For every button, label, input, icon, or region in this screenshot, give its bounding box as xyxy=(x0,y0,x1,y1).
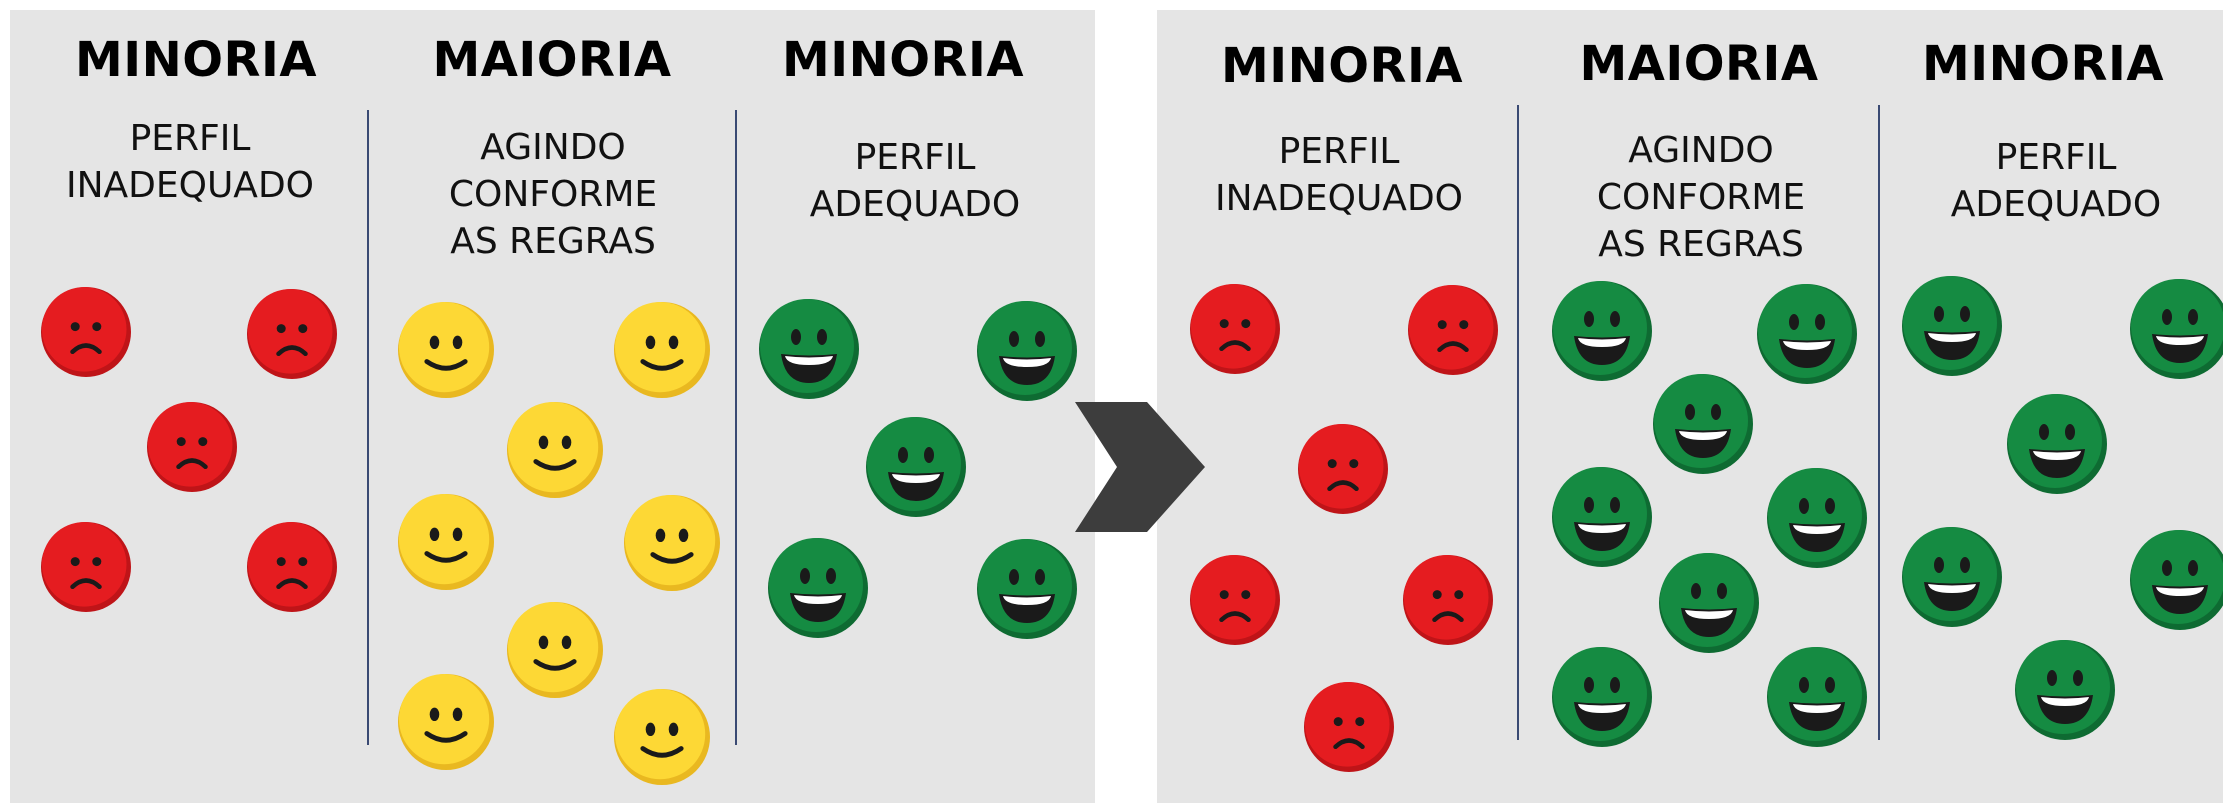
sad-face-icon xyxy=(247,522,337,612)
column-heading: MAIORIA xyxy=(1579,36,1819,92)
sad-face-icon xyxy=(247,289,337,379)
happy-face-icon xyxy=(1552,467,1652,567)
column-heading: MAIORIA xyxy=(432,32,672,88)
neutral-face-icon xyxy=(398,302,494,398)
column-subtitle: PERFIL ADEQUADO xyxy=(1950,137,2162,225)
column-subtitle: PERFIL INADEQUADO xyxy=(65,118,314,206)
happy-face-icon xyxy=(1767,647,1867,747)
happy-face-icon xyxy=(866,417,966,517)
happy-face-icon xyxy=(1767,468,1867,568)
column-subtitle: PERFIL INADEQUADO xyxy=(1214,131,1463,219)
column-subtitle: AGINDO CONFORME AS REGRAS xyxy=(448,127,658,262)
chevron-right-icon xyxy=(1075,402,1205,532)
happy-face-icon xyxy=(1552,647,1652,747)
sad-face-icon xyxy=(41,522,131,612)
column-heading: MINORIA xyxy=(781,32,1025,88)
sad-face-icon xyxy=(1298,424,1388,514)
happy-face-icon xyxy=(1653,374,1753,474)
happy-face-icon xyxy=(1902,276,2002,376)
sad-face-icon xyxy=(1304,682,1394,772)
sad-face-icon xyxy=(1190,284,1280,374)
happy-face-icon xyxy=(759,299,859,399)
column-heading: MINORIA xyxy=(1220,38,1464,94)
column-divider xyxy=(735,110,737,745)
happy-face-icon xyxy=(2130,530,2223,630)
neutral-face-icon xyxy=(398,494,494,590)
neutral-face-icon xyxy=(624,495,720,591)
happy-face-icon xyxy=(2015,640,2115,740)
column-heading: MINORIA xyxy=(74,32,318,88)
column-subtitle: PERFIL ADEQUADO xyxy=(809,137,1021,225)
sad-face-icon xyxy=(1408,285,1498,375)
neutral-face-icon xyxy=(614,302,710,398)
neutral-face-icon xyxy=(398,674,494,770)
sad-face-icon xyxy=(1190,555,1280,645)
neutral-face-icon xyxy=(614,689,710,785)
happy-face-icon xyxy=(768,538,868,638)
sad-face-icon xyxy=(41,287,131,377)
happy-face-icon xyxy=(977,539,1077,639)
column-heading: MINORIA xyxy=(1921,36,2165,92)
column-divider xyxy=(1517,105,1519,740)
happy-face-icon xyxy=(977,301,1077,401)
happy-face-icon xyxy=(1902,527,2002,627)
column-subtitle: AGINDO CONFORME AS REGRAS xyxy=(1596,130,1806,265)
column-divider xyxy=(1878,105,1880,740)
neutral-face-icon xyxy=(507,602,603,698)
happy-face-icon xyxy=(1552,281,1652,381)
sad-face-icon xyxy=(1403,555,1493,645)
column-divider xyxy=(367,110,369,745)
happy-face-icon xyxy=(1659,553,1759,653)
sad-face-icon xyxy=(147,402,237,492)
happy-face-icon xyxy=(2130,279,2223,379)
neutral-face-icon xyxy=(507,402,603,498)
happy-face-icon xyxy=(1757,284,1857,384)
happy-face-icon xyxy=(2007,394,2107,494)
